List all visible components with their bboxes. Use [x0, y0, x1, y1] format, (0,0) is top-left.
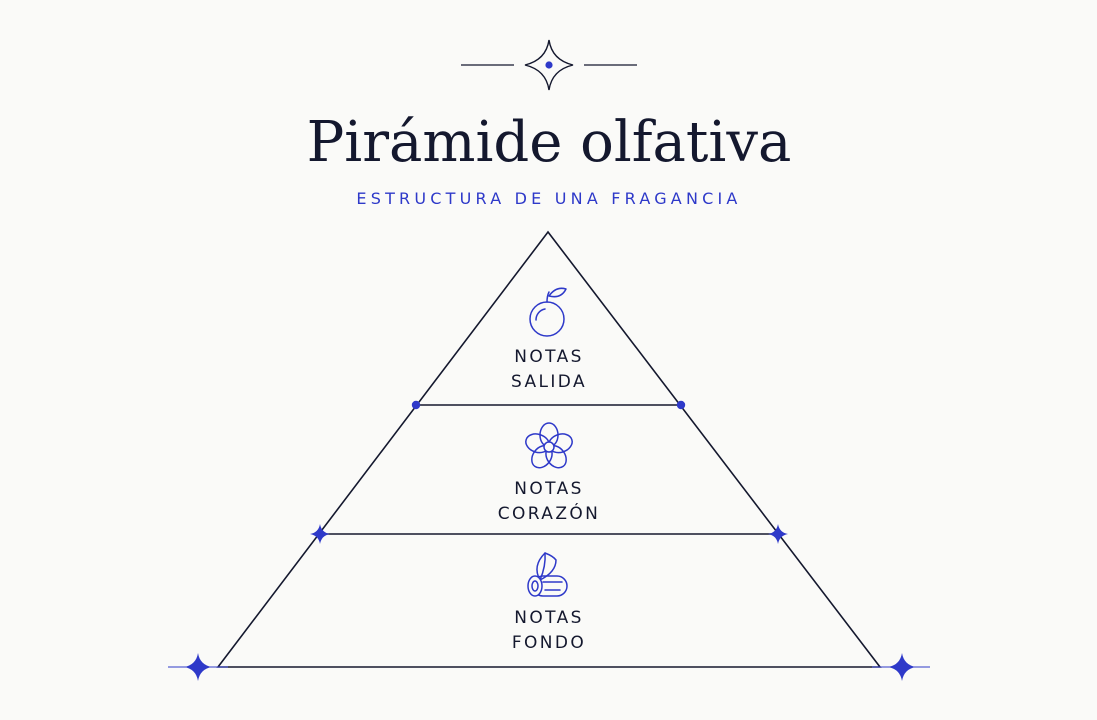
ornament-center-dot	[545, 61, 553, 69]
divider-middle-left-sparkle-icon	[310, 524, 330, 544]
flower-icon	[525, 422, 573, 469]
divider-top-left-dot	[411, 400, 421, 410]
wood-log-icon	[527, 552, 568, 597]
ornament-star-icon	[524, 39, 574, 91]
top-ornament	[461, 39, 637, 91]
tier-top-label-line1: NOTAS	[514, 347, 584, 367]
tier-middle-label-line2: CORAZÓN	[498, 502, 601, 524]
orange-icon	[529, 287, 567, 337]
tier-bottom-label-line1: NOTAS	[514, 608, 584, 628]
tier-bottom-label-line2: FONDO	[512, 633, 586, 653]
base-left-sparkle	[168, 653, 228, 681]
page-subtitle: ESTRUCTURA DE UNA FRAGANCIA	[356, 189, 741, 208]
tier-middle-label-line1: NOTAS	[514, 479, 584, 499]
pyramid-outline	[216, 230, 882, 668]
base-right-sparkle	[872, 653, 930, 681]
base-right-sparkle-icon	[888, 653, 916, 681]
page-title: Pirámide olfativa	[307, 110, 792, 175]
divider-top-right-dot	[676, 400, 686, 410]
tier-top-label-line2: SALIDA	[511, 372, 587, 392]
base-left-sparkle-icon	[184, 653, 212, 681]
divider-middle-right-sparkle-icon	[768, 524, 788, 544]
